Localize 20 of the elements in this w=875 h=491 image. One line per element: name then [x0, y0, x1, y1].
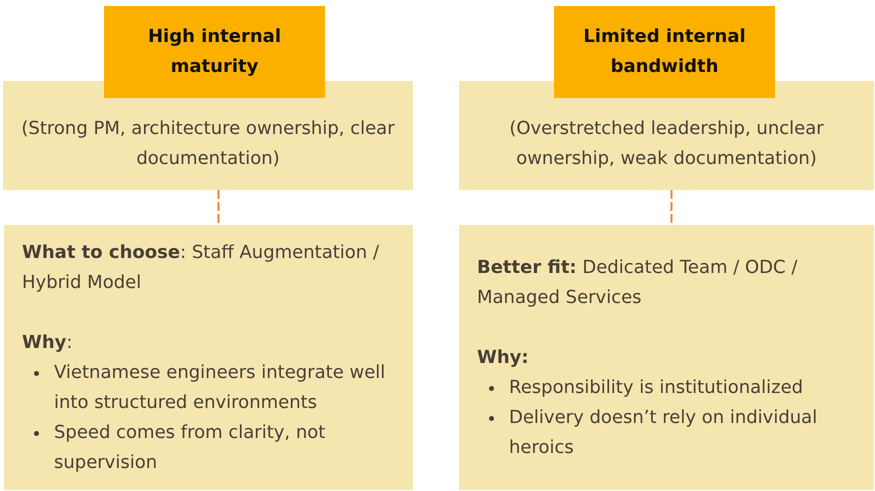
category-header — [554, 6, 775, 98]
bullet-text: Delivery doesn’t rely on individual heroics — [509, 406, 818, 458]
recommendation-text: What to choose: Staff Augmentation / Hybrid Model — [22, 240, 380, 294]
header-text: High internal maturity — [146, 25, 282, 79]
header-text: Limited internal bandwidth — [582, 25, 747, 79]
section-heading: Why: — [22, 330, 74, 354]
description-text: (Strong PM, architecture ownership, clear documentation) — [20, 116, 396, 170]
description-text: (Overstretched leadership, unclear ownership, weak documentation) — [508, 116, 825, 170]
section-heading: Why: — [477, 346, 530, 370]
dashed-connector — [670, 190, 672, 225]
recommendation-text: Better fit: Dedicated Team / ODC / Managed Services — [477, 256, 798, 310]
bullet-text: Responsibility is institutionalized — [509, 376, 804, 398]
category-header — [104, 6, 325, 98]
bullet-text: Speed comes from clarity, not supervision — [54, 422, 326, 472]
recommendation-box — [4, 225, 413, 490]
bullet-text: Vietnamese engineers integrate well into structured environments — [54, 362, 386, 412]
description-box — [459, 81, 874, 190]
description-box — [3, 81, 413, 190]
dashed-connector — [218, 190, 220, 225]
recommendation-box — [459, 225, 874, 490]
